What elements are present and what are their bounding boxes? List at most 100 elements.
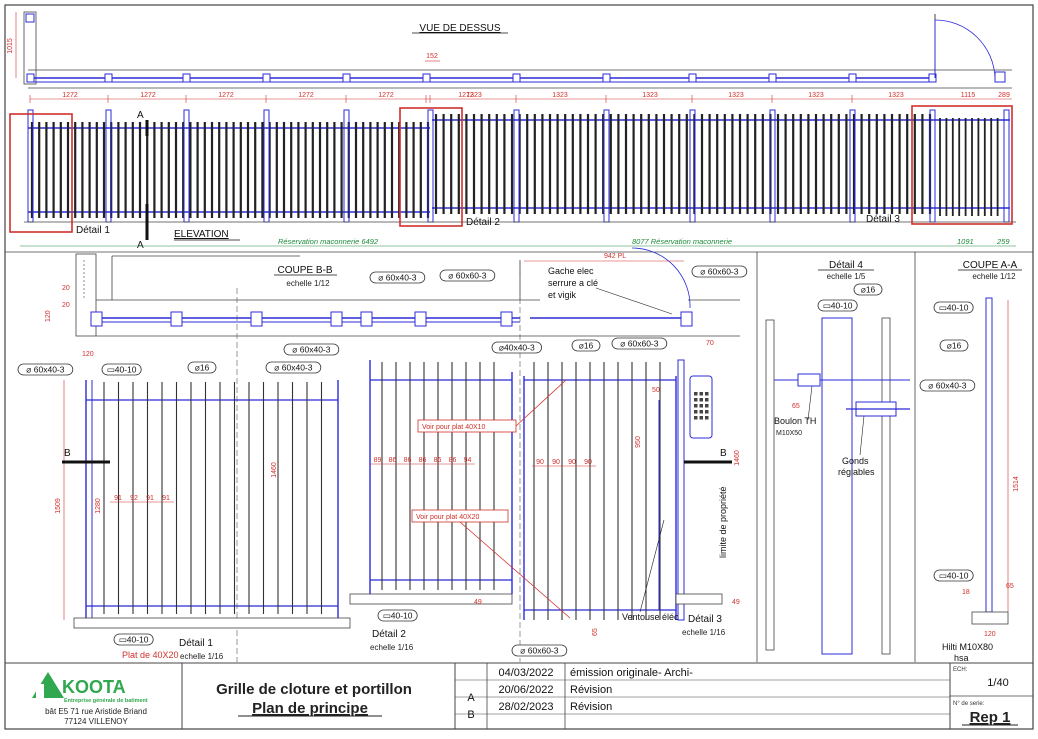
profile-tag: ⌀ 60x60-3: [511, 644, 568, 657]
top-post: [512, 73, 521, 83]
profile-tag: ⌀16: [853, 283, 883, 296]
note-ventouse: Ventouse éléc: [622, 612, 679, 622]
detail-4-scale: echelle 1/5: [827, 272, 866, 281]
keypad-key: [705, 392, 709, 396]
dim-right-reservation: 8077 Réservation maconnerie: [632, 237, 732, 246]
section-bb-title: COUPE B-B: [277, 265, 332, 276]
dim-bar-spacing: 94: [464, 457, 472, 464]
dim-span-right: 1323: [888, 92, 904, 99]
dim-18: 18: [962, 589, 970, 596]
elevation-post: [513, 109, 520, 223]
dim-50: 50: [652, 387, 660, 394]
detail-1-scale: echelle 1/16: [180, 652, 224, 661]
detail-3-marker[interactable]: [911, 105, 1013, 225]
profile-tag: ⌀ 60x60-3: [611, 337, 668, 350]
svg-text:⌀ 60x40-3: ⌀ 60x40-3: [292, 345, 330, 355]
keypad-key: [699, 416, 703, 420]
dim-span-left: 1272: [218, 92, 234, 99]
top-post: [928, 73, 937, 83]
dim-120b: 120: [82, 351, 94, 358]
note-gache-3: et vigik: [548, 290, 577, 300]
title-block: KOOTA Entreprise générale de batiment bâ…: [5, 662, 1033, 729]
svg-text:▭40-10: ▭40-10: [119, 635, 149, 645]
section-a-marker-top: A: [137, 110, 144, 121]
note-voir-plat-40x10: Voir pour plat 40X10: [417, 419, 517, 433]
revision-date: 04/03/2022: [498, 667, 553, 679]
svg-text:⌀16: ⌀16: [579, 341, 594, 351]
dim-bar-spacing: 86: [389, 457, 397, 464]
top-post: [262, 73, 271, 83]
svg-text:▭40-10: ▭40-10: [823, 301, 853, 311]
dim-span-left: 1272: [62, 92, 78, 99]
dim-gate-end: 289: [998, 92, 1010, 99]
profile-tag: ▭40-10: [101, 363, 142, 376]
dim-bar-spacing: 91: [146, 495, 154, 502]
dim-bar-spacing: 86: [434, 457, 442, 464]
keypad-key: [694, 416, 698, 420]
svg-text:Voir pour plat 40X10: Voir pour plat 40X10: [422, 424, 486, 431]
dim-65a: 65: [792, 403, 800, 410]
dim-950: 950: [635, 436, 642, 448]
dim-bar-spacing: 91: [114, 495, 122, 502]
dim-span-right: 1323: [466, 92, 482, 99]
detail-1-title: Détail 1: [179, 638, 213, 649]
profile-tag: ⌀ 60x40-3: [369, 271, 426, 284]
detail-2-scale: echelle 1/16: [370, 643, 414, 652]
dim-bar-spacing: 86: [419, 457, 427, 464]
dim-1280: 1280: [95, 498, 102, 514]
section-aa-view: COUPE A-A echelle 1/12 1514 65 18 120 Hi…: [942, 260, 1022, 663]
keypad-key: [699, 410, 703, 414]
keypad-key: [694, 410, 698, 414]
top-view-title: VUE DE DESSUS: [419, 23, 500, 34]
svg-text:▭40-10: ▭40-10: [107, 365, 137, 375]
top-post: [768, 73, 777, 83]
dim-20a: 20: [62, 285, 70, 292]
svg-text:⌀40x40-3: ⌀40x40-3: [499, 343, 535, 353]
dim-span-right: 1323: [808, 92, 824, 99]
top-post: [848, 73, 857, 83]
detail-3-title: Détail 3: [688, 614, 722, 625]
section-post: [90, 311, 103, 327]
section-post: [330, 311, 343, 327]
detail-3-label: Détail 3: [866, 214, 900, 225]
detail-4-view: Détail 4 echelle 1/5 65 Boulon TH M10X50…: [765, 260, 910, 655]
scale-value: 1/40: [987, 677, 1008, 689]
section-post: [360, 311, 373, 327]
note-boulon-size: M10X50: [776, 430, 802, 437]
section-bb-view: COUPE B-B echelle 1/12 942 PL 20 20 120 …: [45, 247, 740, 662]
dim-bar-spacing: 90: [552, 459, 560, 466]
svg-text:▭40-10: ▭40-10: [939, 571, 969, 581]
note-hilti2: hsa: [954, 653, 969, 663]
dim-end-a: 1091: [957, 237, 974, 246]
detail-1-marker[interactable]: [9, 113, 73, 233]
svg-text:⌀16: ⌀16: [195, 363, 210, 373]
detail-2-marker[interactable]: [399, 107, 463, 227]
top-post: [342, 73, 351, 83]
profile-tag: ▭40-10: [933, 569, 974, 582]
svg-text:⌀ 60x60-3: ⌀ 60x60-3: [700, 267, 738, 277]
profile-tag: ⌀16: [187, 361, 217, 374]
keypad-key: [699, 404, 703, 408]
note-plat: Plat de 40X20: [122, 650, 179, 660]
company-tagline: Entreprise générale de batiment: [64, 698, 148, 704]
dim-1514: 1514: [1013, 476, 1020, 492]
revision-code: A: [467, 692, 475, 704]
dim-gate: 1115: [961, 92, 976, 99]
profile-tag: ⌀16: [939, 339, 969, 352]
dim-120c: 120: [984, 631, 996, 638]
top-post: [26, 73, 35, 83]
svg-text:⌀ 60x60-3: ⌀ 60x60-3: [520, 646, 558, 656]
top-post: [422, 73, 431, 83]
svg-text:⌀ 60x60-3: ⌀ 60x60-3: [620, 339, 658, 349]
dim-bar-spacing: 86: [449, 457, 457, 464]
dim-49b: 49: [732, 599, 740, 606]
dim-bar-spacing: 86: [404, 457, 412, 464]
section-post: [170, 311, 183, 327]
note-gonds2: réglables: [838, 467, 875, 477]
drawing-subtitle: Plan de principe: [252, 700, 368, 717]
dim-49a: 49: [474, 599, 482, 606]
dim-span-left: 1272: [458, 92, 474, 99]
section-post: [500, 311, 513, 327]
svg-text:⌀16: ⌀16: [947, 341, 962, 351]
